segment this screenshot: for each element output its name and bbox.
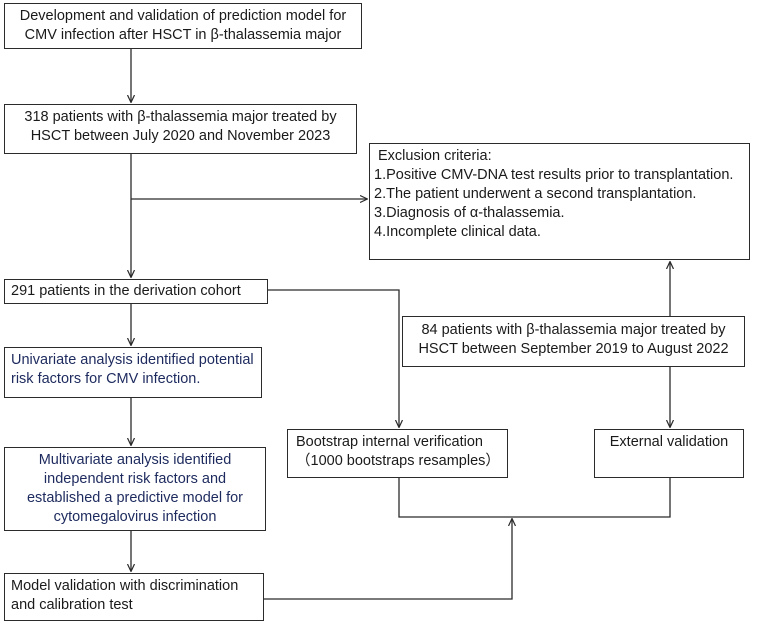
patients-318-box: 318 patients with β-thalassemia major tr… bbox=[4, 104, 357, 154]
exclusion-item: 2.The patient underwent a second transpl… bbox=[374, 186, 697, 202]
external-cohort-line-1: 84 patients with β-thalassemia major tre… bbox=[421, 322, 726, 338]
model-validation-line-1: Model validation with discrimination bbox=[11, 578, 239, 594]
exclusion-item: 1.Positive CMV-DNA test results prior to… bbox=[374, 167, 734, 183]
patients-318-line-1: 318 patients with β-thalassemia major tr… bbox=[24, 109, 337, 125]
exclusion-item: 3.Diagnosis of α-thalassemia. bbox=[374, 205, 565, 221]
multivariate-line-2: independent risk factors and bbox=[43, 471, 227, 487]
arrow-derivation-to-bootstrap bbox=[268, 289, 399, 427]
external-validation-box: External validation bbox=[594, 429, 744, 478]
title-line-1: Development and validation of prediction… bbox=[19, 8, 347, 24]
univariate-line-1: Univariate analysis identified potential bbox=[11, 352, 254, 368]
bootstrap-line-1: Bootstrap internal verification bbox=[296, 434, 483, 450]
exclusion-criteria-box: Exclusion criteria: 1.Positive CMV-DNA t… bbox=[369, 143, 750, 260]
connector-bootstrap-to-merge bbox=[398, 478, 671, 518]
bootstrap-verification-box: Bootstrap internal verification （1000 bo… bbox=[287, 429, 508, 478]
patients-318-line-2: HSCT between July 2020 and November 2023 bbox=[30, 128, 331, 144]
bootstrap-line-2: （1000 bootstraps resamples） bbox=[296, 453, 500, 469]
title-box: Development and validation of prediction… bbox=[4, 3, 362, 49]
multivariate-line-1: Multivariate analysis identified bbox=[38, 452, 232, 468]
exclusion-item: 4.Incomplete clinical data. bbox=[374, 224, 541, 240]
multivariate-line-3: established a predictive model for bbox=[26, 490, 243, 506]
model-validation-line-2: and calibration test bbox=[11, 597, 133, 613]
external-validation-line-1: External validation bbox=[609, 434, 729, 450]
multivariate-line-4: cytomegalovirus infection bbox=[53, 509, 217, 525]
exclusion-heading: Exclusion criteria: bbox=[378, 148, 492, 164]
multivariate-analysis-box: Multivariate analysis identified indepen… bbox=[4, 447, 266, 531]
external-cohort-box: 84 patients with β-thalassemia major tre… bbox=[402, 316, 745, 367]
univariate-analysis-box: Univariate analysis identified potential… bbox=[4, 347, 262, 398]
model-validation-box: Model validation with discrimination and… bbox=[4, 573, 264, 621]
external-cohort-line-2: HSCT between September 2019 to August 20… bbox=[418, 341, 729, 357]
univariate-line-2: risk factors for CMV infection. bbox=[11, 371, 201, 387]
derivation-cohort-box: 291 patients in the derivation cohort bbox=[4, 279, 268, 304]
title-line-2: CMV infection after HSCT in β-thalassemi… bbox=[24, 27, 342, 43]
derivation-line-1: 291 patients in the derivation cohort bbox=[11, 283, 241, 299]
arrow-model-validation-to-merge bbox=[264, 519, 512, 600]
